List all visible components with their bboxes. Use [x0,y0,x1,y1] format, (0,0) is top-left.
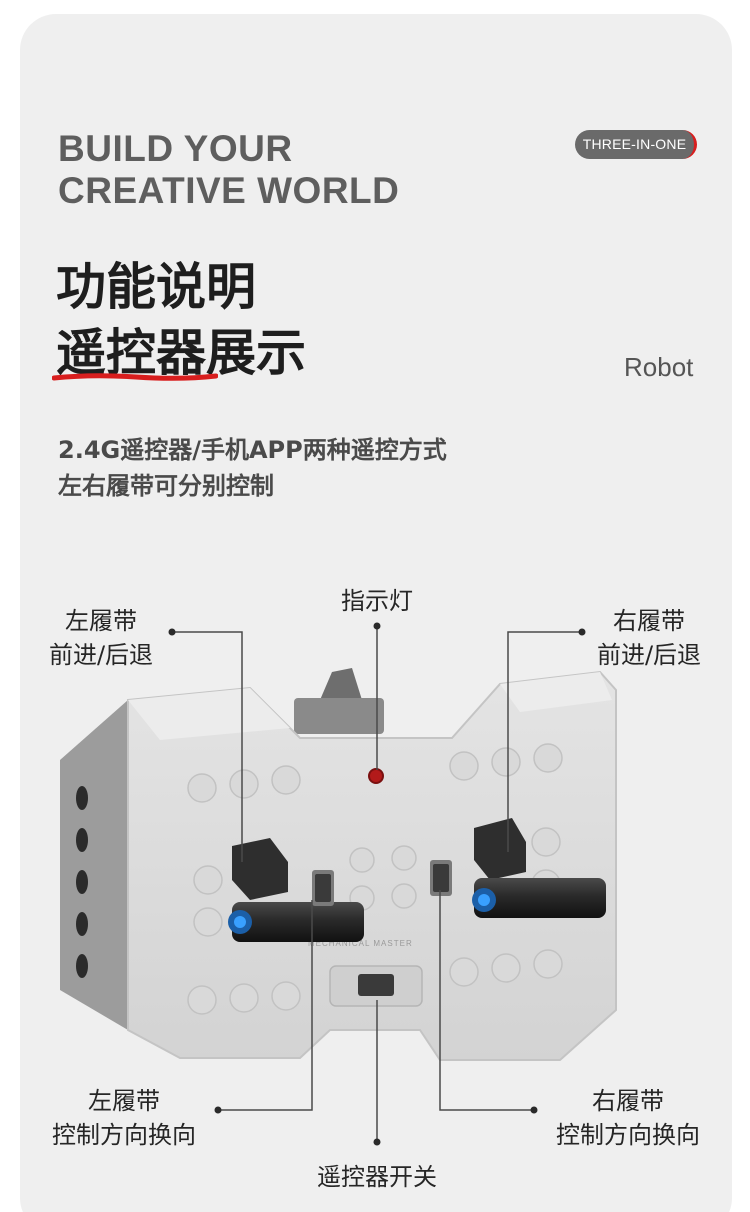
section-title-line-1: 功能说明 [56,258,256,316]
power-switch [329,965,423,1007]
left-joystick [228,838,364,942]
device-engraving: MECHANICAL MASTER [308,939,413,948]
headline: BUILD YOUR CREATIVE WORLD [58,128,399,212]
antenna [294,668,384,734]
side-ports [76,786,88,978]
description-line-1: 2.4G遥控器/手机APP两种遥控方式 [58,436,447,464]
callout-right-track-reverse-line-1: 右履带 [592,1087,664,1115]
robot-label: Robot [624,352,694,382]
callout-right-track-drive-line-2: 前进/后退 [596,641,702,669]
right-direction-switch [430,860,452,896]
section-title: 功能说明 遥控器展示 [56,254,306,386]
callout-right-track-reverse-line-2: 控制方向换向 [556,1121,700,1149]
callout-right-track-drive: 右履带 前进/后退 [586,604,712,672]
callout-left-track-drive-line-2: 前进/后退 [48,641,154,669]
left-direction-switch [312,870,334,906]
callout-left-track-drive: 左履带 前进/后退 [38,604,164,672]
callout-indicator-light: 指示灯 [316,584,438,618]
feature-description: 2.4G遥控器/手机APP两种遥控方式 左右履带可分别控制 [58,432,447,504]
callout-right-track-drive-line-1: 右履带 [613,607,685,635]
right-joystick [472,818,606,918]
callout-left-track-reverse-line-2: 控制方向换向 [52,1121,196,1149]
callout-indicator-light-line-1: 指示灯 [341,587,413,615]
callout-dots [168,622,586,1146]
three-in-one-badge: THREE-IN-ONE [575,130,697,159]
indicator-led [368,768,384,784]
section-title-line-2: 遥控器展示 [56,324,306,382]
callout-left-track-reverse: 左履带 控制方向换向 [36,1084,212,1152]
headline-line-2: CREATIVE WORLD [58,170,400,211]
callout-power-switch-line-1: 遥控器开关 [317,1163,437,1191]
callout-right-track-reverse: 右履带 控制方向换向 [540,1084,716,1152]
callout-left-track-reverse-line-1: 左履带 [88,1087,160,1115]
description-line-2: 左右履带可分别控制 [58,472,274,500]
callout-lines [172,626,582,1140]
headline-line-1: BUILD YOUR [58,128,293,169]
callout-left-track-drive-line-1: 左履带 [65,607,137,635]
callout-power-switch: 遥控器开关 [300,1160,454,1194]
red-brush-underline [52,373,218,381]
